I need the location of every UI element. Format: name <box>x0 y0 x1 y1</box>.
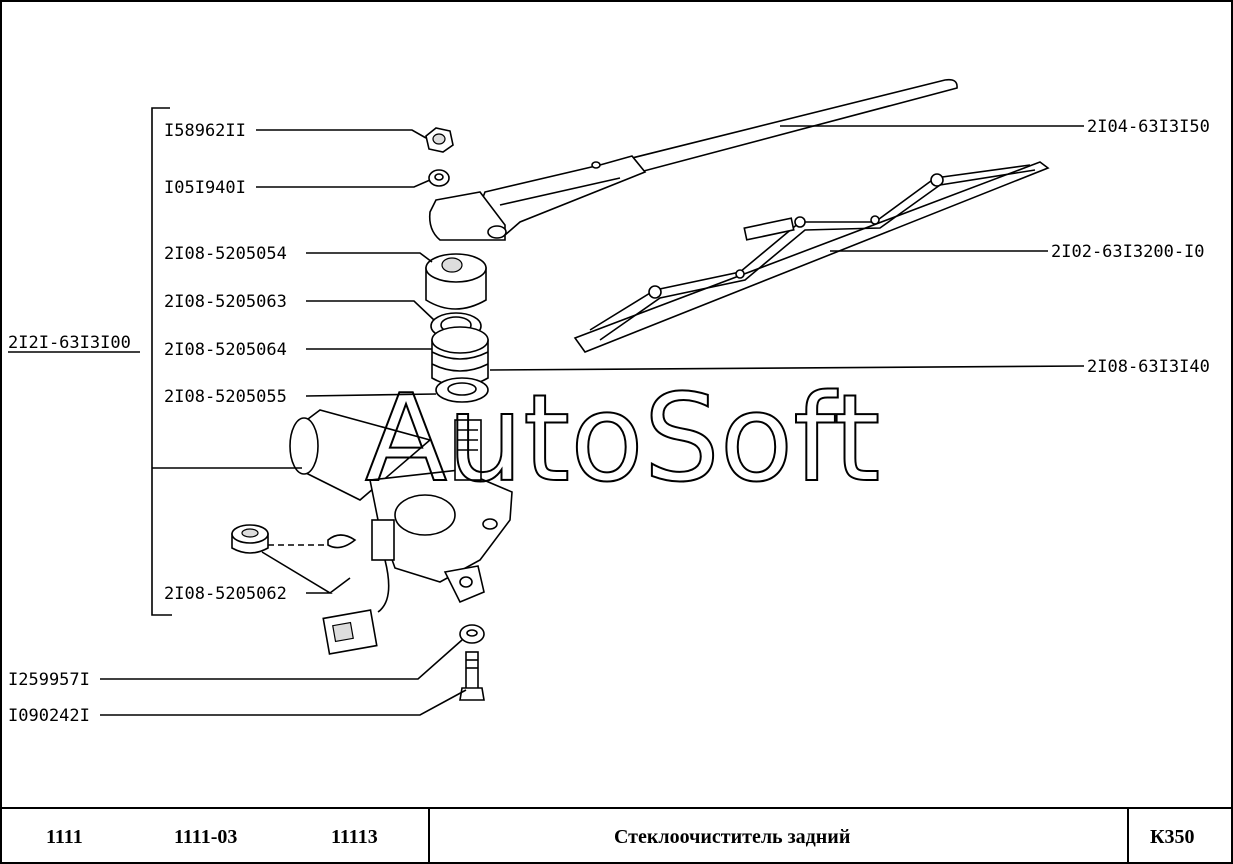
footer-bar: 1111 1111-03 11113 Стеклоочиститель задн… <box>1 807 1232 863</box>
leader-ring <box>305 393 437 397</box>
wiper-arm <box>428 78 958 241</box>
leader-bottom-washer <box>100 639 463 680</box>
bottom-washer-part <box>459 624 485 644</box>
footer-title: Стеклоочиститель задний <box>614 826 850 848</box>
washer-part <box>428 169 450 187</box>
lower-ring-part <box>435 377 489 403</box>
footer-code: К350 <box>1150 826 1195 848</box>
label-bolt: I090242I <box>8 706 90 726</box>
nut-part <box>425 127 454 153</box>
label-arm: 2I04-63I3I50 <box>1087 117 1210 137</box>
label-blade: 2I02-63I3200-I0 <box>1051 242 1205 262</box>
label-seal: 2I08-5205063 <box>164 292 287 312</box>
leader-cap <box>306 252 433 263</box>
cap-part <box>425 253 487 310</box>
assembly-bracket <box>151 107 172 616</box>
assembly-number-label: 2I2I-63I3I00 <box>8 333 131 353</box>
label-bottom-washer: I259957I <box>8 670 90 690</box>
label-nut: I58962II <box>164 121 246 141</box>
label-bushing: 2I08-5205064 <box>164 340 287 360</box>
leader-bolt <box>100 689 467 716</box>
leader-washer <box>256 179 431 188</box>
leader-seal <box>306 300 435 321</box>
grommet-part <box>231 524 357 554</box>
wiper-motor <box>289 409 513 655</box>
watermark: AutoSoft <box>365 370 880 509</box>
label-washer: I05I940I <box>164 178 246 198</box>
label-cap: 2I08-5205054 <box>164 244 287 264</box>
label-shaft: 2I08-63I3I40 <box>1087 357 1210 377</box>
leader-grommet-b <box>329 577 351 594</box>
footer-model-2: 1111-03 <box>174 826 237 848</box>
wiper-blade <box>573 161 1050 353</box>
label-ring: 2I08-5205055 <box>164 387 287 407</box>
footer-model-1: 1111 <box>46 826 83 848</box>
bolt-part <box>459 651 485 701</box>
leader-nut <box>256 129 427 139</box>
footer-model-3: 11113 <box>331 826 378 848</box>
label-grommet: 2I08-5205062 <box>164 584 287 604</box>
leader-shaft <box>489 365 1085 371</box>
